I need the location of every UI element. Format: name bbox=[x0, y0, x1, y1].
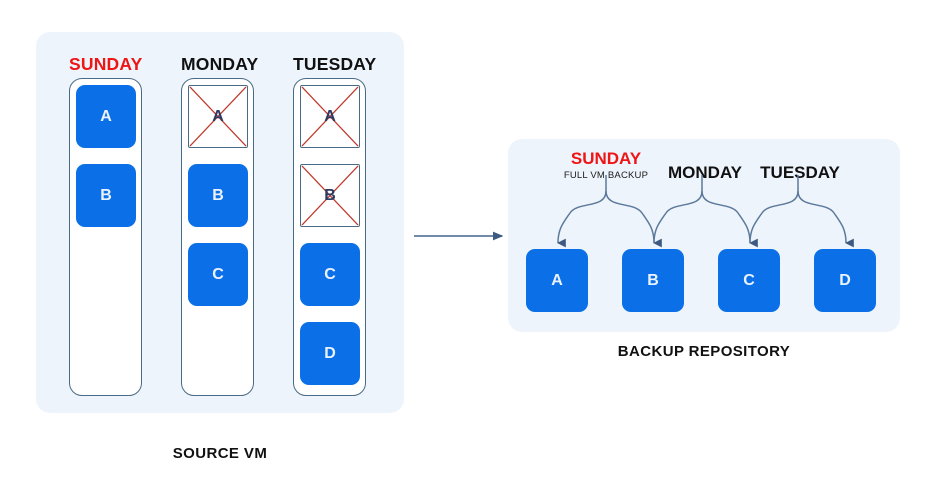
source-block-sunday-a: A bbox=[76, 85, 136, 148]
source-to-repository-arrow bbox=[414, 231, 504, 241]
repo-label-monday: MONDAY bbox=[668, 163, 742, 182]
source-vm-caption: SOURCE VM bbox=[172, 445, 268, 462]
source-column-tuesday: A B C D bbox=[293, 78, 366, 396]
source-block-monday-c: C bbox=[188, 243, 248, 306]
source-block-tuesday-c: C bbox=[300, 243, 360, 306]
source-block-monday-a-deleted: A bbox=[188, 85, 248, 148]
block-letter: B bbox=[212, 186, 224, 204]
block-letter: B bbox=[647, 271, 659, 289]
source-block-tuesday-d: D bbox=[300, 322, 360, 385]
repo-label-sunday: SUNDAY bbox=[570, 149, 642, 168]
block-letter: A bbox=[100, 107, 112, 125]
block-letter: D bbox=[839, 271, 851, 289]
repo-block-d: D bbox=[814, 249, 876, 312]
repo-label-tuesday: TUESDAY bbox=[760, 163, 840, 182]
source-block-monday-b: B bbox=[188, 164, 248, 227]
repo-block-c: C bbox=[718, 249, 780, 312]
block-letter: B bbox=[100, 186, 112, 204]
block-letter: D bbox=[324, 344, 336, 362]
repo-block-a: A bbox=[526, 249, 588, 312]
source-column-header-sunday: SUNDAY bbox=[69, 54, 143, 74]
source-block-tuesday-b-deleted: B bbox=[300, 164, 360, 227]
repo-block-b: B bbox=[622, 249, 684, 312]
block-letter: B bbox=[324, 186, 336, 204]
block-letter: C bbox=[743, 271, 755, 289]
block-letter: A bbox=[324, 107, 336, 125]
backup-repository-caption: BACKUP REPOSITORY bbox=[617, 343, 791, 360]
source-column-header-tuesday: TUESDAY bbox=[293, 54, 377, 74]
block-letter: A bbox=[551, 271, 563, 289]
block-letter: C bbox=[212, 265, 224, 283]
source-block-sunday-b: B bbox=[76, 164, 136, 227]
source-column-sunday: A B bbox=[69, 78, 142, 396]
source-block-tuesday-a-deleted: A bbox=[300, 85, 360, 148]
source-column-monday: A B C bbox=[181, 78, 254, 396]
block-letter: C bbox=[324, 265, 336, 283]
block-letter: A bbox=[212, 107, 224, 125]
source-column-header-monday: MONDAY bbox=[181, 54, 259, 74]
repo-sublabel-full-vm-backup: FULL VM BACKUP bbox=[563, 170, 649, 181]
